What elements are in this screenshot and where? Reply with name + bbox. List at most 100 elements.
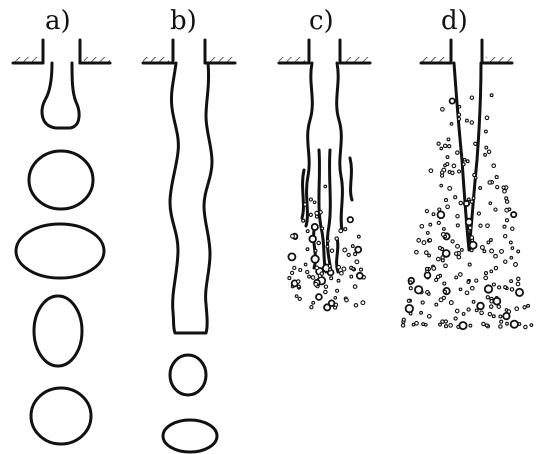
- spray-droplet: [428, 168, 434, 174]
- spray-droplet: [442, 143, 448, 149]
- spray-droplet: [446, 137, 451, 142]
- spray-droplet: [484, 323, 489, 328]
- spray-droplet: [498, 324, 503, 329]
- spray-droplet: [483, 152, 488, 157]
- spray-droplet: [493, 265, 499, 271]
- spray-droplet: [443, 198, 449, 203]
- spray-droplet: [456, 116, 462, 122]
- spray-droplet: [523, 324, 528, 330]
- panel-label-c: c): [309, 6, 334, 36]
- panel-b-jet: [168, 61, 214, 335]
- spray-droplet: [488, 238, 493, 242]
- spray-droplet: [503, 259, 508, 264]
- spray-droplet: [413, 285, 424, 295]
- spray-droplet: [502, 188, 507, 194]
- spray-droplet: [404, 303, 414, 314]
- spray-droplet: [310, 254, 320, 264]
- spray-droplet: [507, 207, 512, 212]
- spray-droplet: [448, 97, 456, 105]
- spray-droplet: [469, 285, 475, 291]
- spray-droplet: [479, 310, 484, 316]
- spray-droplet: [493, 253, 498, 259]
- spray-droplet: [491, 163, 497, 169]
- spray-droplet: [461, 311, 466, 316]
- spray-droplet: [313, 248, 318, 253]
- spray-droplet: [469, 120, 475, 125]
- spray-droplet: [323, 289, 328, 295]
- spray-droplet: [457, 104, 462, 109]
- spray-droplet: [453, 251, 459, 256]
- spray-droplet: [515, 287, 525, 297]
- spray-droplet: [466, 197, 471, 202]
- spray-droplet: [489, 248, 495, 254]
- spray-droplet: [449, 122, 454, 126]
- spray-droplet: [469, 95, 475, 100]
- spray-droplet: [292, 265, 297, 271]
- spray-droplet: [469, 235, 475, 240]
- spray-droplet: [504, 308, 509, 312]
- spray-droplet: [486, 240, 491, 245]
- spray-droplet: [516, 249, 521, 254]
- spray-droplet: [494, 175, 499, 180]
- spray-droplet: [502, 311, 511, 321]
- spray-droplet: [302, 202, 308, 207]
- spray-droplet: [352, 284, 358, 289]
- spray-droplet: [354, 245, 363, 254]
- spray-droplet: [445, 162, 450, 167]
- spray-droplet: [408, 280, 413, 285]
- spray-droplet: [319, 271, 325, 276]
- spray-droplet: [509, 255, 514, 260]
- spray-droplet: [435, 256, 441, 262]
- spray-droplet: [440, 258, 445, 263]
- spray-droplet: [466, 280, 471, 284]
- spray-droplet: [485, 223, 490, 229]
- spray-droplet: [489, 93, 494, 98]
- spray-droplet: [343, 227, 348, 232]
- spray-droplet: [414, 249, 419, 255]
- spray-droplet: [323, 284, 329, 289]
- spray-droplet: [455, 213, 460, 219]
- spray-droplet: [469, 199, 474, 204]
- spray-droplet: [515, 281, 521, 287]
- spray-droplet: [356, 234, 361, 239]
- spray-droplet: [344, 297, 349, 303]
- spray-droplet: [499, 319, 504, 324]
- spray-droplet: [441, 295, 447, 301]
- spray-droplet: [431, 265, 437, 271]
- spray-droplet: [448, 300, 454, 306]
- spray-droplet: [509, 287, 515, 292]
- spray-droplet: [425, 230, 430, 235]
- spray-droplet: [454, 275, 459, 280]
- spray-droplet: [294, 294, 299, 298]
- spray-droplet: [526, 303, 531, 308]
- spray-droplet: [484, 145, 489, 150]
- spray-droplet: [498, 314, 503, 319]
- spray-droplet: [296, 279, 301, 284]
- spray-droplet: [406, 298, 411, 303]
- spray-droplet: [456, 254, 462, 260]
- spray-droplet: [426, 292, 431, 296]
- spray-droplet: [351, 266, 356, 271]
- spray-droplet: [505, 321, 509, 326]
- spray-droplet: [308, 234, 317, 244]
- spray-droplet: [316, 240, 321, 246]
- spray-droplet: [400, 323, 406, 328]
- spray-droplet: [464, 217, 474, 227]
- spray-droplet: [459, 247, 464, 252]
- spray-droplet: [513, 262, 518, 267]
- spray-droplet: [442, 289, 448, 294]
- spray-droplet: [308, 197, 313, 202]
- spray-droplet: [439, 146, 444, 151]
- spray-droplet: [438, 322, 442, 327]
- spray-droplet: [529, 323, 534, 327]
- spray-droplet: [485, 295, 490, 300]
- spray-droplet: [491, 314, 496, 319]
- spray-droplet: [482, 249, 487, 254]
- spray-droplet: [496, 285, 502, 290]
- spray-droplet: [312, 200, 317, 205]
- spray-droplet: [483, 275, 489, 281]
- spray-droplet: [424, 266, 430, 271]
- spray-droplet: [447, 185, 453, 191]
- spray-droplet: [436, 210, 446, 220]
- spray-droplet: [421, 240, 427, 246]
